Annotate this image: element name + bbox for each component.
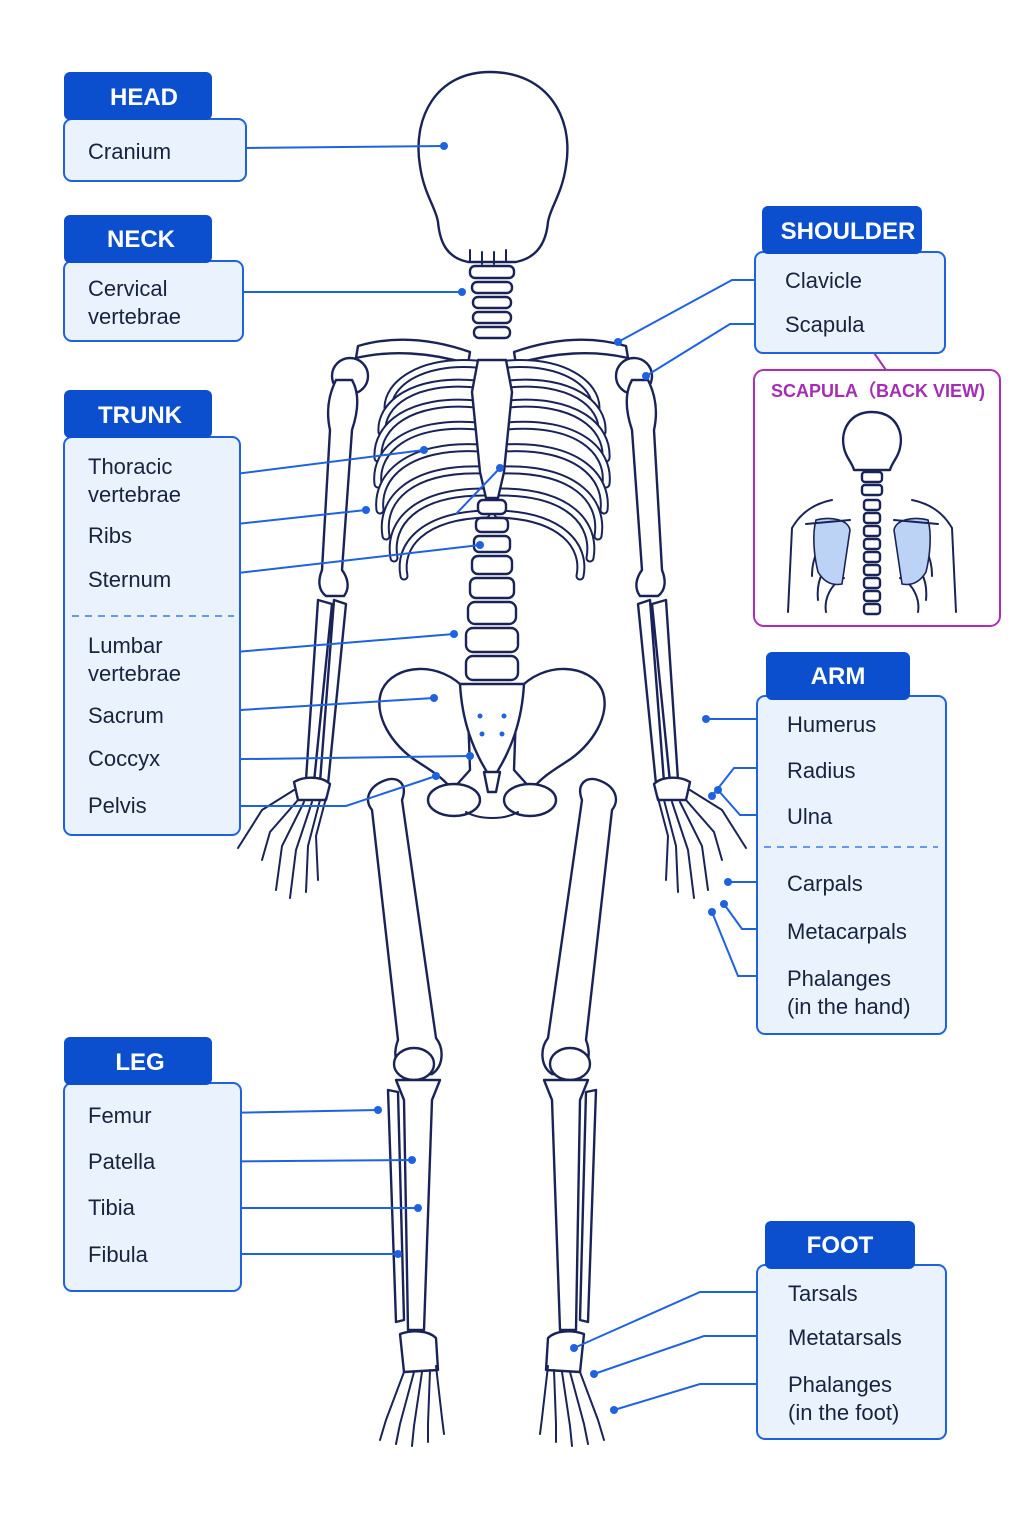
trunk-title: TRUNK: [98, 402, 183, 429]
label-phalanges-hand-line2: (in the hand): [787, 994, 911, 1019]
hand-right: [652, 776, 747, 899]
trunk-panel: TRUNK Thoracic vertebrae Ribs Sternum Lu…: [63, 390, 241, 836]
neck-title: NECK: [107, 226, 176, 253]
head-title: HEAD: [110, 84, 178, 111]
label-fibula: Fibula: [88, 1242, 149, 1267]
label-ribs: Ribs: [88, 523, 132, 548]
label-cervical-vertebrae-line1: Cervical: [88, 276, 167, 301]
head-panel: HEAD Cranium: [63, 72, 247, 182]
patella-left: [392, 1046, 436, 1082]
label-clavicle: Clavicle: [785, 268, 862, 293]
label-patella: Patella: [88, 1149, 156, 1174]
shoulder-title: SHOULDER: [781, 218, 916, 245]
sternum: [470, 358, 514, 500]
label-humerus: Humerus: [787, 712, 876, 737]
label-metatarsals: Metatarsals: [788, 1325, 902, 1350]
label-phalanges-foot-line1: Phalanges: [788, 1372, 892, 1397]
radius-ulna-left: [304, 598, 348, 786]
neck-panel: NECK Cervical vertebrae: [63, 215, 244, 342]
label-phalanges-hand-line1: Phalanges: [787, 966, 891, 991]
label-cervical-vertebrae-line2: vertebrae: [88, 304, 181, 329]
label-lumbar-vertebrae-line1: Lumbar: [88, 633, 163, 658]
label-thoracic-vertebrae-line2: vertebrae: [88, 482, 181, 507]
inset-title: SCAPULA（BACK VIEW): [771, 381, 985, 401]
pelvis-right: [512, 667, 606, 792]
skeleton-back-view-icon: [787, 410, 957, 616]
label-metacarpals: Metacarpals: [787, 919, 907, 944]
ribcage: [373, 359, 611, 581]
spine: [464, 498, 520, 682]
pelvis-left: [378, 667, 472, 792]
shoulder-panel: SHOULDER Clavicle Scapula: [754, 206, 946, 354]
label-scapula: Scapula: [785, 312, 865, 337]
foot-left: [379, 1330, 445, 1447]
humerus-left: [318, 378, 359, 598]
label-sternum: Sternum: [88, 567, 171, 592]
foot-title: FOOT: [807, 1232, 874, 1259]
label-lumbar-vertebrae-line2: vertebrae: [88, 661, 181, 686]
label-radius: Radius: [787, 758, 855, 783]
leg-title: LEG: [115, 1049, 164, 1076]
humerus-right: [625, 378, 666, 598]
label-coccyx: Coccyx: [88, 746, 160, 771]
label-phalanges-foot-line2: (in the foot): [788, 1400, 899, 1425]
femur-left: [366, 777, 443, 1078]
label-carpals: Carpals: [787, 871, 863, 896]
label-femur: Femur: [88, 1103, 152, 1128]
scapula-inset: SCAPULA（BACK VIEW): [753, 369, 1001, 627]
hand-left: [237, 776, 332, 899]
fibula-left: [386, 1088, 406, 1324]
fibula-right: [578, 1088, 598, 1324]
femur-right: [541, 777, 618, 1078]
label-tibia: Tibia: [88, 1195, 136, 1220]
coccyx: [482, 770, 502, 794]
patella-right: [548, 1046, 592, 1082]
label-thoracic-vertebrae-line1: Thoracic: [88, 454, 172, 479]
arm-title: ARM: [811, 663, 866, 690]
label-tarsals: Tarsals: [788, 1281, 858, 1306]
leg-panel: LEG Femur Patella Tibia Fibula: [63, 1037, 242, 1292]
label-pelvis: Pelvis: [88, 793, 147, 818]
foot-panel: FOOT Tarsals Metatarsals Phalanges (in t…: [756, 1221, 947, 1440]
cervical-spine: [468, 264, 516, 340]
arm-panel: ARM Humerus Radius Ulna Carpals Metacarp…: [756, 652, 947, 1035]
label-cranium: Cranium: [88, 139, 171, 164]
skull: [417, 70, 569, 264]
skeleton-illustration: [237, 70, 747, 1447]
label-ulna: Ulna: [787, 804, 833, 829]
label-sacrum: Sacrum: [88, 703, 164, 728]
foot-right: [539, 1330, 605, 1447]
radius-ulna-right: [636, 598, 680, 786]
tibia-right: [542, 1078, 590, 1332]
